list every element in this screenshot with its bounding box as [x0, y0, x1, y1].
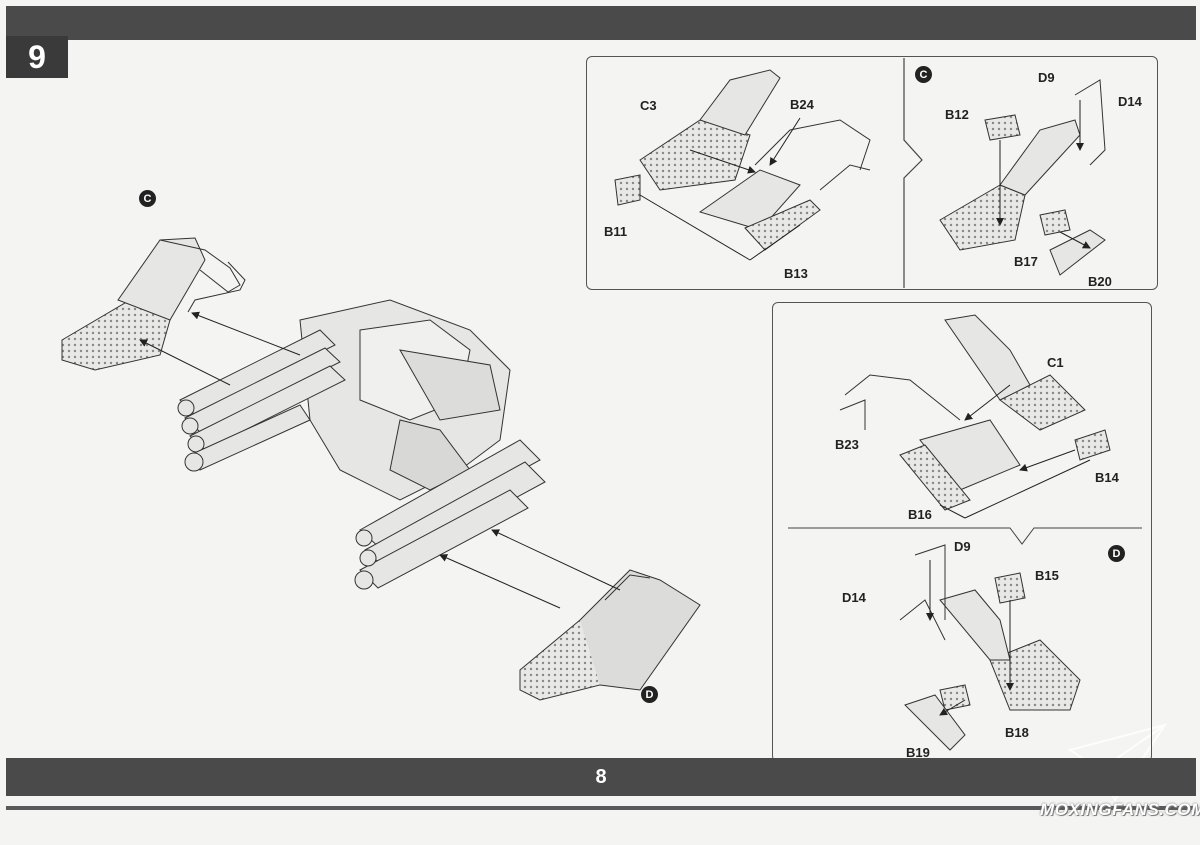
marker-d-panel: D — [1108, 545, 1125, 562]
label-b24: B24 — [790, 97, 814, 112]
marker-d-main: D — [641, 686, 658, 703]
footer-bar: 8 — [6, 758, 1196, 796]
footer-rule — [6, 806, 1196, 810]
label-b11: B11 — [604, 224, 628, 239]
label-b13: B13 — [784, 266, 808, 281]
step-number: 9 — [6, 36, 68, 78]
label-b20: B20 — [1088, 274, 1112, 289]
marker-c-panel: C — [915, 66, 932, 83]
label-d14: D14 — [1118, 94, 1142, 109]
label-b23: B23 — [835, 437, 859, 452]
label-b16: B16 — [908, 507, 932, 522]
main-turret-assembly — [61, 237, 701, 701]
label-b17: B17 — [1014, 254, 1038, 269]
label-b14: B14 — [1095, 470, 1119, 485]
subassembly-c-drawing — [939, 79, 1106, 276]
subassembly-c1-drawing — [839, 314, 1111, 511]
label-d9: D9 — [1038, 70, 1055, 85]
label-b18: B18 — [1005, 725, 1029, 740]
label-b15: B15 — [1035, 568, 1059, 583]
label-c1: C1 — [1047, 355, 1064, 370]
label-d9-d: D9 — [954, 539, 971, 554]
subassembly-panel-c1-d — [772, 302, 1152, 762]
subassembly-panel-c3-c — [586, 56, 1158, 290]
header-bar — [6, 6, 1196, 40]
label-b12: B12 — [945, 107, 969, 122]
subassembly-c3-drawing — [614, 69, 871, 251]
page-number: 8 — [595, 765, 607, 788]
label-b19: B19 — [906, 745, 930, 760]
marker-c-main: C — [139, 190, 156, 207]
label-c3: C3 — [640, 98, 657, 113]
label-d14-d: D14 — [842, 590, 866, 605]
subassembly-d-drawing — [899, 544, 1081, 751]
watermark-text: MOXINGFANS.COM — [1040, 800, 1200, 819]
